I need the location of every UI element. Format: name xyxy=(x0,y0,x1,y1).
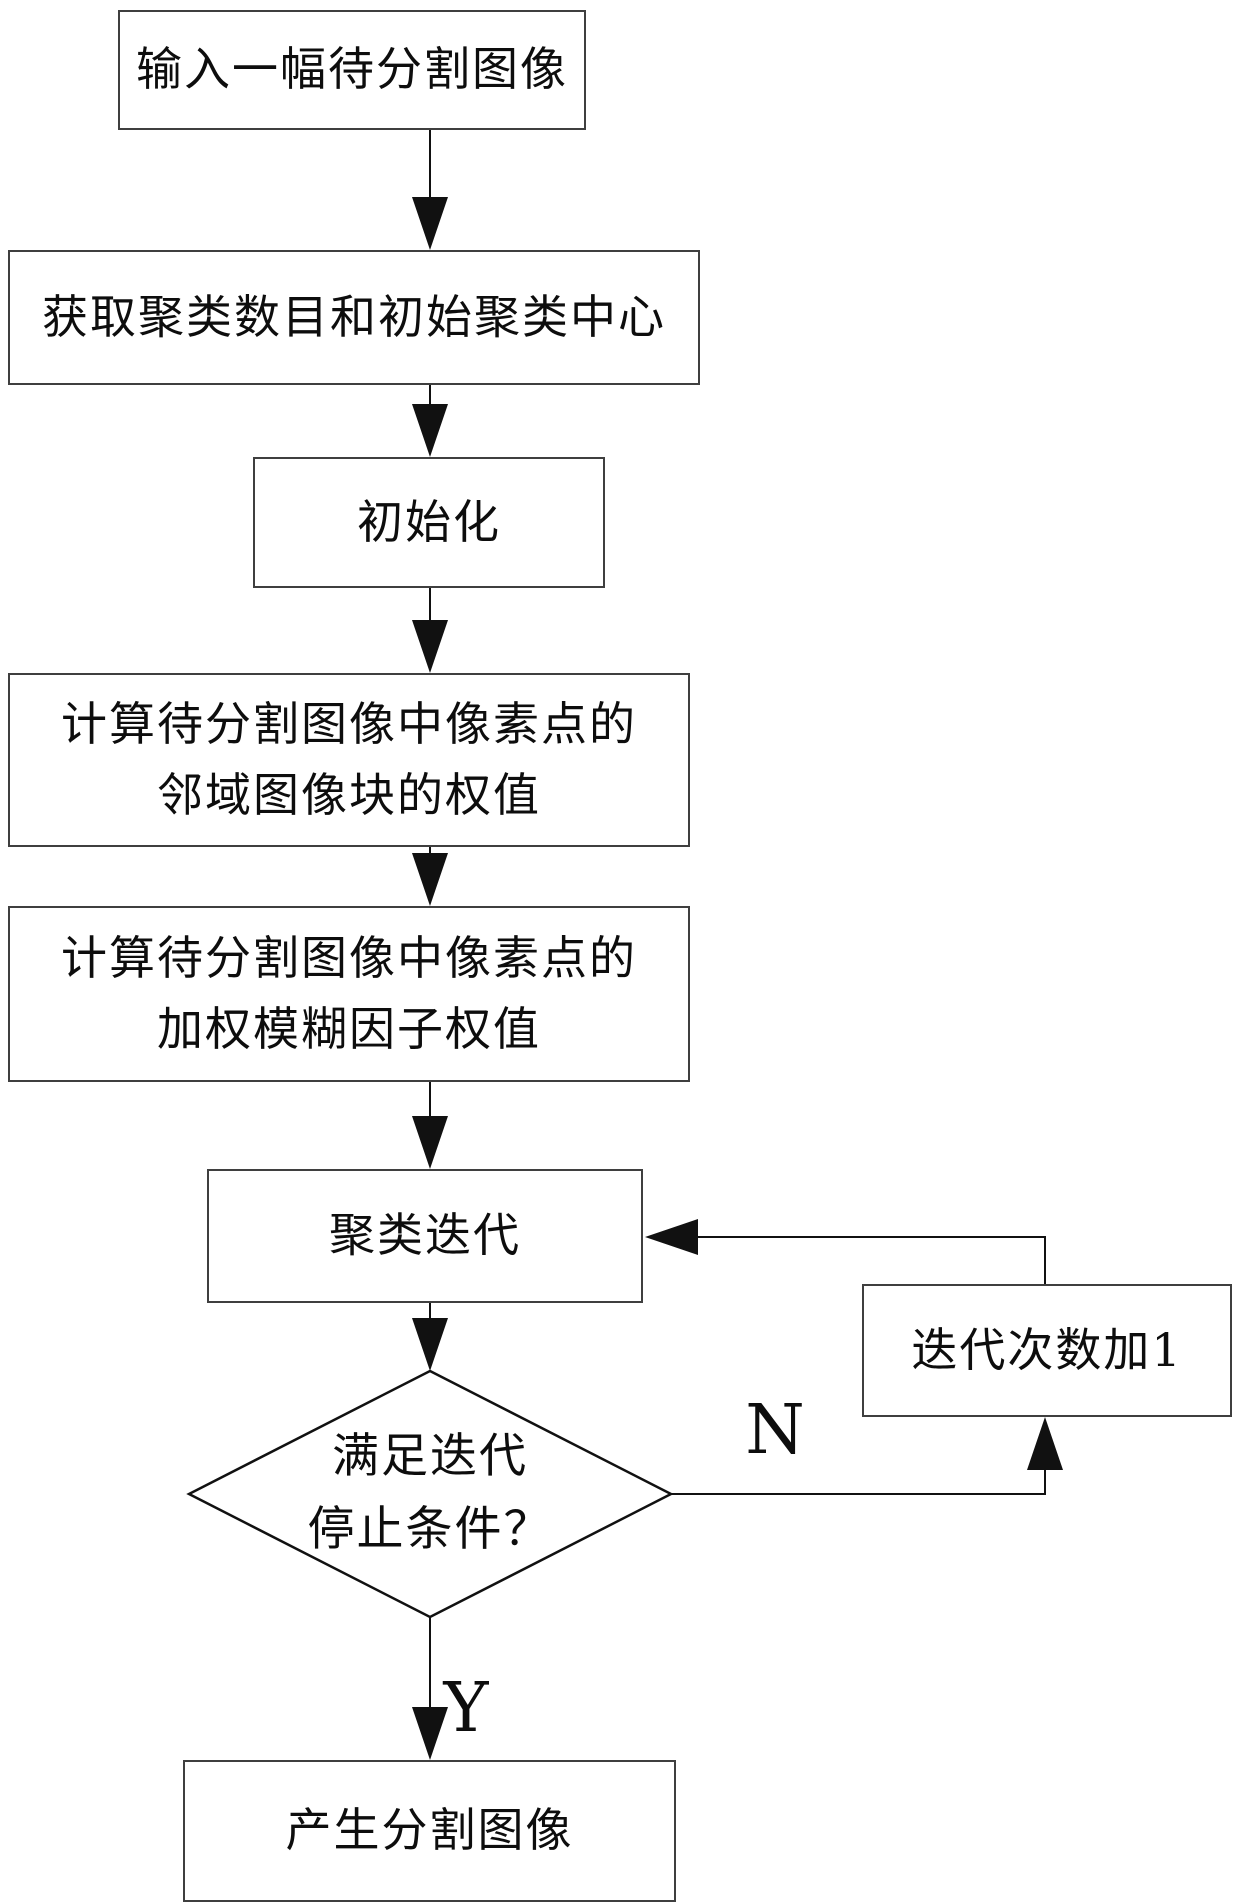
edge-increment-cluster-head xyxy=(645,1219,698,1255)
flow-node-input-label: 输入一幅待分割图像 xyxy=(136,42,568,97)
edge-decision-increment-line xyxy=(671,1468,1046,1495)
flow-node-increment-label: 迭代次数加1 xyxy=(911,1322,1183,1377)
flow-node-input: 输入一幅待分割图像 xyxy=(118,10,586,130)
arrow-neighborhood-fuzzy-head xyxy=(412,853,448,906)
arrow-decision-output-head xyxy=(412,1707,448,1760)
flow-node-neighborhood-line1: 计算待分割图像中像素点的 xyxy=(61,696,637,751)
flow-node-decision-label: 满足迭代 停止条件？ xyxy=(230,1420,630,1568)
arrow-cluster-decision-head xyxy=(412,1318,448,1371)
arrow-fuzzy-cluster-head xyxy=(412,1116,448,1169)
flow-node-fuzzy-line1: 计算待分割图像中像素点的 xyxy=(61,930,637,985)
edge-label-no-text: N xyxy=(745,1390,805,1470)
arrow-acquire-init-head xyxy=(412,404,448,457)
flow-node-decision-line2: 停止条件？ xyxy=(307,1502,553,1557)
flow-node-neighborhood: 计算待分割图像中像素点的 邻域图像块的权值 xyxy=(8,673,690,847)
edge-decision-increment-head xyxy=(1027,1417,1063,1470)
flow-node-fuzzy-line2: 加权模糊因子权值 xyxy=(157,1002,541,1056)
flow-node-cluster-label: 聚类迭代 xyxy=(329,1208,521,1263)
flow-node-decision-line1: 满足迭代 xyxy=(332,1429,528,1485)
flow-node-output-label: 产生分割图像 xyxy=(285,1803,574,1858)
flow-node-cluster: 聚类迭代 xyxy=(207,1169,643,1303)
edge-increment-cluster-line xyxy=(698,1236,1046,1284)
flow-node-acquire: 获取聚类数目和初始聚类中心 xyxy=(8,250,700,385)
flow-node-init: 初始化 xyxy=(253,457,605,588)
flow-node-fuzzy: 计算待分割图像中像素点的 加权模糊因子权值 xyxy=(8,906,690,1082)
flow-node-init-label: 初始化 xyxy=(357,494,501,549)
edge-label-yes-text: Y xyxy=(443,1668,489,1748)
flow-node-neighborhood-line2: 邻域图像块的权值 xyxy=(157,768,541,822)
edge-label-yes: Y xyxy=(426,1668,506,1748)
arrow-init-neighborhood-head xyxy=(412,620,448,673)
arrow-input-acquire-head xyxy=(412,197,448,250)
flow-node-increment: 迭代次数加1 xyxy=(862,1284,1232,1417)
flow-node-output: 产生分割图像 xyxy=(183,1760,676,1902)
edge-label-no: N xyxy=(725,1390,825,1470)
flow-node-acquire-label: 获取聚类数目和初始聚类中心 xyxy=(42,289,666,344)
